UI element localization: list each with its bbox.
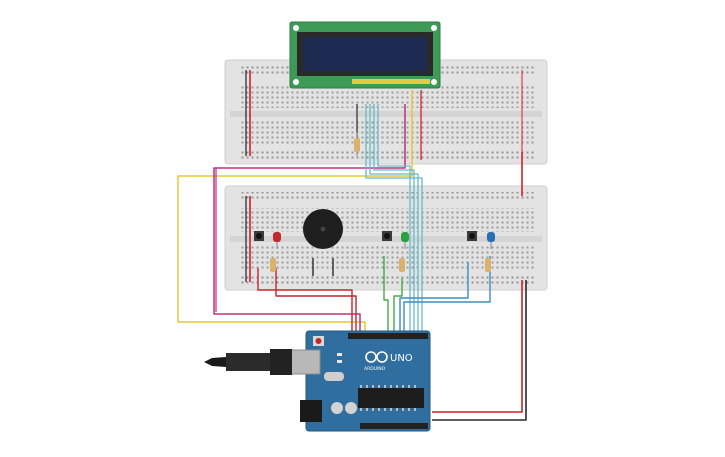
resistors <box>270 132 491 272</box>
led-blue <box>487 232 495 249</box>
wires <box>177 90 527 421</box>
leds <box>273 232 495 249</box>
resistor-red-led <box>270 258 276 272</box>
led-green <box>401 232 409 249</box>
board-brand-label: UNO <box>390 353 413 364</box>
wire-cyan-2 <box>369 104 419 336</box>
resistor-green-led <box>399 258 405 272</box>
push-buttons <box>254 231 477 241</box>
push-button-3 <box>467 231 477 241</box>
board-sub-label: ARDUINO <box>364 366 386 372</box>
wire-cyan-1 <box>365 104 423 336</box>
piezo-buzzer <box>303 209 343 276</box>
wire-green-led <box>383 256 389 336</box>
wire-cyan-4 <box>377 104 411 336</box>
usb-cable <box>204 349 292 375</box>
resistor-blue-led <box>485 258 491 272</box>
push-button-1 <box>254 231 264 241</box>
lcd-16x2-display <box>289 21 441 89</box>
arduino-uno-board: UNO ARDUINO <box>289 330 431 432</box>
wire-red-5v <box>432 280 523 413</box>
wire-blue-led <box>399 262 469 336</box>
wire-red-led <box>257 268 353 336</box>
led-red <box>273 232 281 249</box>
push-button-2 <box>382 231 392 241</box>
resistor-lcd <box>354 132 360 156</box>
wire-black-gnd <box>432 280 527 421</box>
wire-magenta <box>213 104 406 336</box>
wire-yellow <box>177 90 413 336</box>
wire-cyan-3 <box>373 104 415 336</box>
arduino-infinity-logo <box>365 351 388 363</box>
